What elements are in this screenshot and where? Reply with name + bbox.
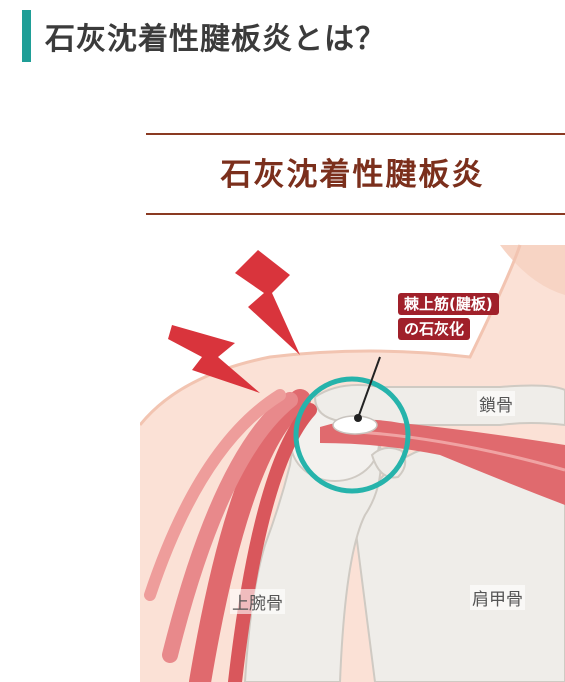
- clavicle-label: 鎖骨: [477, 391, 515, 416]
- scapula-label: 肩甲骨: [470, 585, 525, 610]
- page-title: 石灰沈着性腱板炎とは？: [45, 22, 386, 57]
- diagram-figure: 石灰沈着性腱板炎: [140, 125, 565, 682]
- shoulder-illustration: [140, 244, 565, 682]
- highlight-circle: [293, 376, 411, 494]
- section-heading: 石灰沈着性腱板炎とは？: [22, 10, 542, 62]
- calcification-callout-line2: の石灰化: [398, 318, 471, 340]
- heading-accent-bar: [22, 10, 31, 62]
- humerus-label: 上腕骨: [230, 589, 285, 614]
- lightning-pain-icon: [168, 250, 300, 393]
- title-rule-top: [146, 133, 565, 135]
- figure-title: 石灰沈着性腱板炎: [220, 157, 485, 193]
- calcification-callout-line1: 棘上筋(腱板): [398, 293, 499, 315]
- deltoid-muscle: [144, 389, 317, 682]
- supraspinatus-muscle: [320, 419, 565, 505]
- title-rule-bottom: [146, 213, 565, 215]
- callout-leader-line: [357, 356, 381, 419]
